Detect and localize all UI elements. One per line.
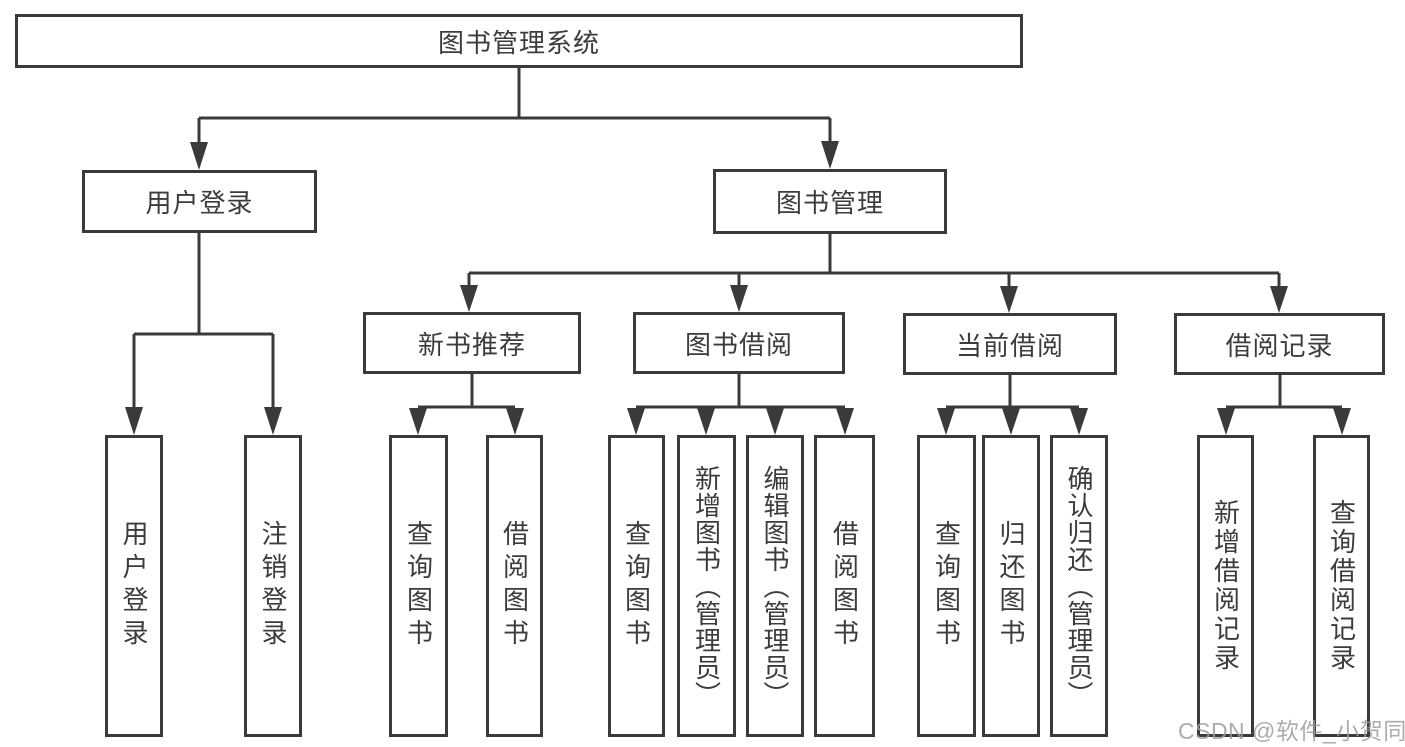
leaf-add-borrow-record: 新增借阅记录 xyxy=(1197,435,1254,737)
leaf-query-borrow-record-label: 查询借阅记录 xyxy=(1326,499,1357,673)
node-borrow-records: 借阅记录 xyxy=(1174,313,1385,375)
leaf-query-books-borrow: 查询图书 xyxy=(608,435,665,737)
leaf-borrow-books: 借阅图书 xyxy=(814,435,875,737)
node-user-login-label: 用户登录 xyxy=(145,188,254,218)
leaf-query-books-recommend: 查询图书 xyxy=(389,435,448,737)
csdn-watermark: CSDN @软件_小贺同学 xyxy=(1178,718,1405,744)
leaf-logout: 注销登录 xyxy=(244,435,302,737)
leaf-edit-book-admin-label: 编辑图书（管理员） xyxy=(760,464,790,708)
node-current-borrow: 当前借阅 xyxy=(903,313,1117,375)
node-new-book-recommend-label: 新书推荐 xyxy=(417,329,526,360)
node-root: 图书管理系统 xyxy=(15,14,1023,68)
leaf-confirm-return-admin-label: 确认归还（管理员） xyxy=(1064,464,1094,708)
node-new-book-recommend: 新书推荐 xyxy=(363,312,581,374)
node-book-borrow: 图书借阅 xyxy=(633,312,845,374)
node-book-borrow-label: 图书借阅 xyxy=(684,329,793,360)
leaf-query-borrow-record: 查询借阅记录 xyxy=(1313,435,1370,737)
leaf-edit-book-admin: 编辑图书（管理员） xyxy=(746,435,804,737)
leaf-add-book-admin-label: 新增图书（管理员） xyxy=(691,464,722,708)
leaf-borrow-books-recommend: 借阅图书 xyxy=(486,435,543,737)
leaf-return-book: 归还图书 xyxy=(982,435,1040,737)
node-borrow-records-label: 借阅记录 xyxy=(1225,330,1334,361)
node-root-label: 图书管理系统 xyxy=(437,27,600,58)
leaf-borrow-books-label: 借阅图书 xyxy=(829,520,860,652)
leaf-query-books-current-label: 查询图书 xyxy=(931,520,962,652)
leaf-borrow-books-recommend-label: 借阅图书 xyxy=(499,520,530,652)
leaf-logout-label: 注销登录 xyxy=(258,520,288,652)
leaf-query-books-current: 查询图书 xyxy=(917,435,976,737)
leaf-return-book-label: 归还图书 xyxy=(996,520,1026,652)
leaf-add-borrow-record-label: 新增借阅记录 xyxy=(1210,499,1241,673)
leaf-confirm-return-admin: 确认归还（管理员） xyxy=(1050,435,1108,737)
leaf-add-book-admin: 新增图书（管理员） xyxy=(677,435,736,737)
leaf-query-books-recommend-label: 查询图书 xyxy=(403,520,434,652)
leaf-query-books-borrow-label: 查询图书 xyxy=(621,520,652,652)
node-current-borrow-label: 当前借阅 xyxy=(955,330,1064,361)
leaf-user-login-label: 用户登录 xyxy=(119,520,149,652)
node-book-management-label: 图书管理 xyxy=(775,188,884,218)
leaf-user-login: 用户登录 xyxy=(105,435,163,737)
node-book-management: 图书管理 xyxy=(713,169,947,234)
node-user-login: 用户登录 xyxy=(82,170,317,233)
